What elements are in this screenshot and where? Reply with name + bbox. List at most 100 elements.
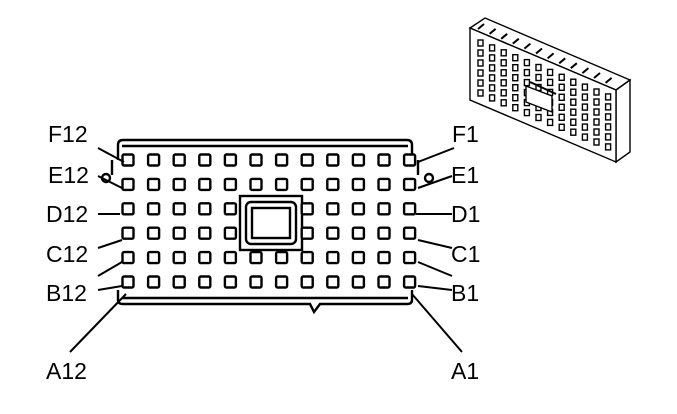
cavity-b8: [223, 250, 238, 265]
cavity-b7: [249, 250, 263, 265]
pic-rib: [593, 72, 601, 79]
pic-cavity: [570, 78, 577, 86]
cavity-f9: [198, 153, 212, 167]
cavity-b1: [402, 250, 417, 265]
pic-cavity: [604, 93, 612, 101]
pic-cavity: [546, 118, 554, 127]
cavity-c1: [402, 226, 417, 240]
label-d1: D1: [451, 201, 480, 227]
pic-cavity: [500, 79, 507, 87]
pic-cavity: [593, 108, 600, 116]
pic-cavity: [500, 99, 507, 107]
cavity-a5: [300, 275, 314, 289]
pic-cavity: [500, 49, 507, 57]
cavity-b5: [300, 250, 314, 265]
cavity-e11: [146, 177, 161, 192]
cavity-f5: [300, 153, 314, 167]
pic-cavity: [593, 88, 600, 96]
cavity-a10: [172, 275, 186, 289]
cavity-d11: [146, 202, 161, 216]
cavity-c2: [377, 226, 391, 240]
pic-cavity: [570, 98, 577, 106]
cavity-e6: [274, 177, 289, 192]
pic-cavity: [570, 118, 577, 126]
pic-cavity: [604, 133, 612, 141]
cavity-b4: [326, 250, 340, 265]
pic-rib: [604, 77, 613, 84]
pic-cavity: [523, 78, 531, 87]
cavity-c12: [121, 226, 135, 240]
cavity-d1: [402, 202, 417, 216]
pic-cavity: [593, 128, 600, 136]
pic-rib: [477, 23, 485, 30]
pic-cavity: [581, 103, 589, 111]
cavity-a9: [198, 275, 212, 289]
label-f1: F1: [452, 121, 479, 147]
cavity-d10: [172, 202, 186, 216]
pic-rib: [500, 33, 508, 40]
pic-cavity: [570, 128, 577, 136]
cavity-b2: [377, 250, 391, 265]
pic-cavity: [581, 123, 589, 131]
pic-cavity: [488, 84, 496, 92]
cavity-b12: [121, 250, 135, 265]
pic-cavity: [523, 108, 531, 117]
pic-cavity: [558, 93, 565, 102]
pic-cavity: [581, 113, 589, 121]
cavity-f10: [172, 153, 186, 167]
cavity-c9: [198, 226, 212, 240]
cavity-e9: [198, 177, 212, 192]
label-e12: E12: [48, 162, 89, 188]
pic-cavity: [581, 133, 589, 141]
label-c12: C12: [46, 241, 88, 267]
cavity-a6: [274, 275, 289, 289]
pic-rib: [558, 57, 566, 65]
cavity-a4: [326, 275, 340, 289]
pic-cavity: [488, 44, 496, 52]
connector-face: [100, 138, 435, 315]
cavity-d3: [351, 202, 366, 216]
cavity-b9: [198, 250, 212, 265]
cavity-a8: [223, 275, 238, 289]
cavity-a3: [351, 275, 366, 289]
cavity-e1: [402, 177, 417, 192]
cavity-c5: [300, 226, 314, 240]
pic-cavity: [512, 93, 519, 102]
pic-cavity: [500, 69, 507, 77]
cavity-e8: [223, 177, 238, 192]
cavity-d2: [377, 202, 391, 216]
cavity-c4: [326, 226, 340, 240]
pic-cavity: [570, 88, 577, 96]
label-b12: B12: [46, 280, 87, 306]
pic-cavity: [477, 79, 484, 87]
pic-cavity: [604, 123, 612, 131]
cavity-b3: [351, 250, 366, 265]
cavity-c3: [351, 226, 366, 240]
cavity-a1: [402, 275, 417, 289]
pic-cavity: [523, 58, 531, 67]
pic-cavity: [546, 68, 554, 77]
cavity-f12: [121, 153, 135, 167]
label-b1: B1: [451, 280, 479, 306]
pic-cavity: [546, 78, 554, 87]
cavity-a12: [121, 275, 135, 289]
cavity-d12: [121, 202, 135, 216]
pic-cavity: [593, 98, 600, 106]
pic-cavity: [488, 74, 496, 82]
label-a1: A1: [451, 358, 479, 384]
pic-cavity: [512, 103, 519, 112]
cavity-e5: [300, 177, 314, 192]
cavity-d8: [223, 202, 238, 216]
pic-cavity: [512, 63, 519, 72]
pic-cavity: [477, 49, 484, 57]
label-c1: C1: [451, 241, 480, 267]
pic-rib: [488, 28, 497, 35]
cavity-d5: [300, 202, 314, 216]
cavity-e4: [326, 177, 340, 192]
pic-rib: [581, 67, 590, 74]
pic-cavity: [477, 59, 484, 67]
pic-cavity: [512, 54, 519, 62]
cavity-f2: [377, 153, 391, 167]
pic-rib: [570, 62, 578, 69]
